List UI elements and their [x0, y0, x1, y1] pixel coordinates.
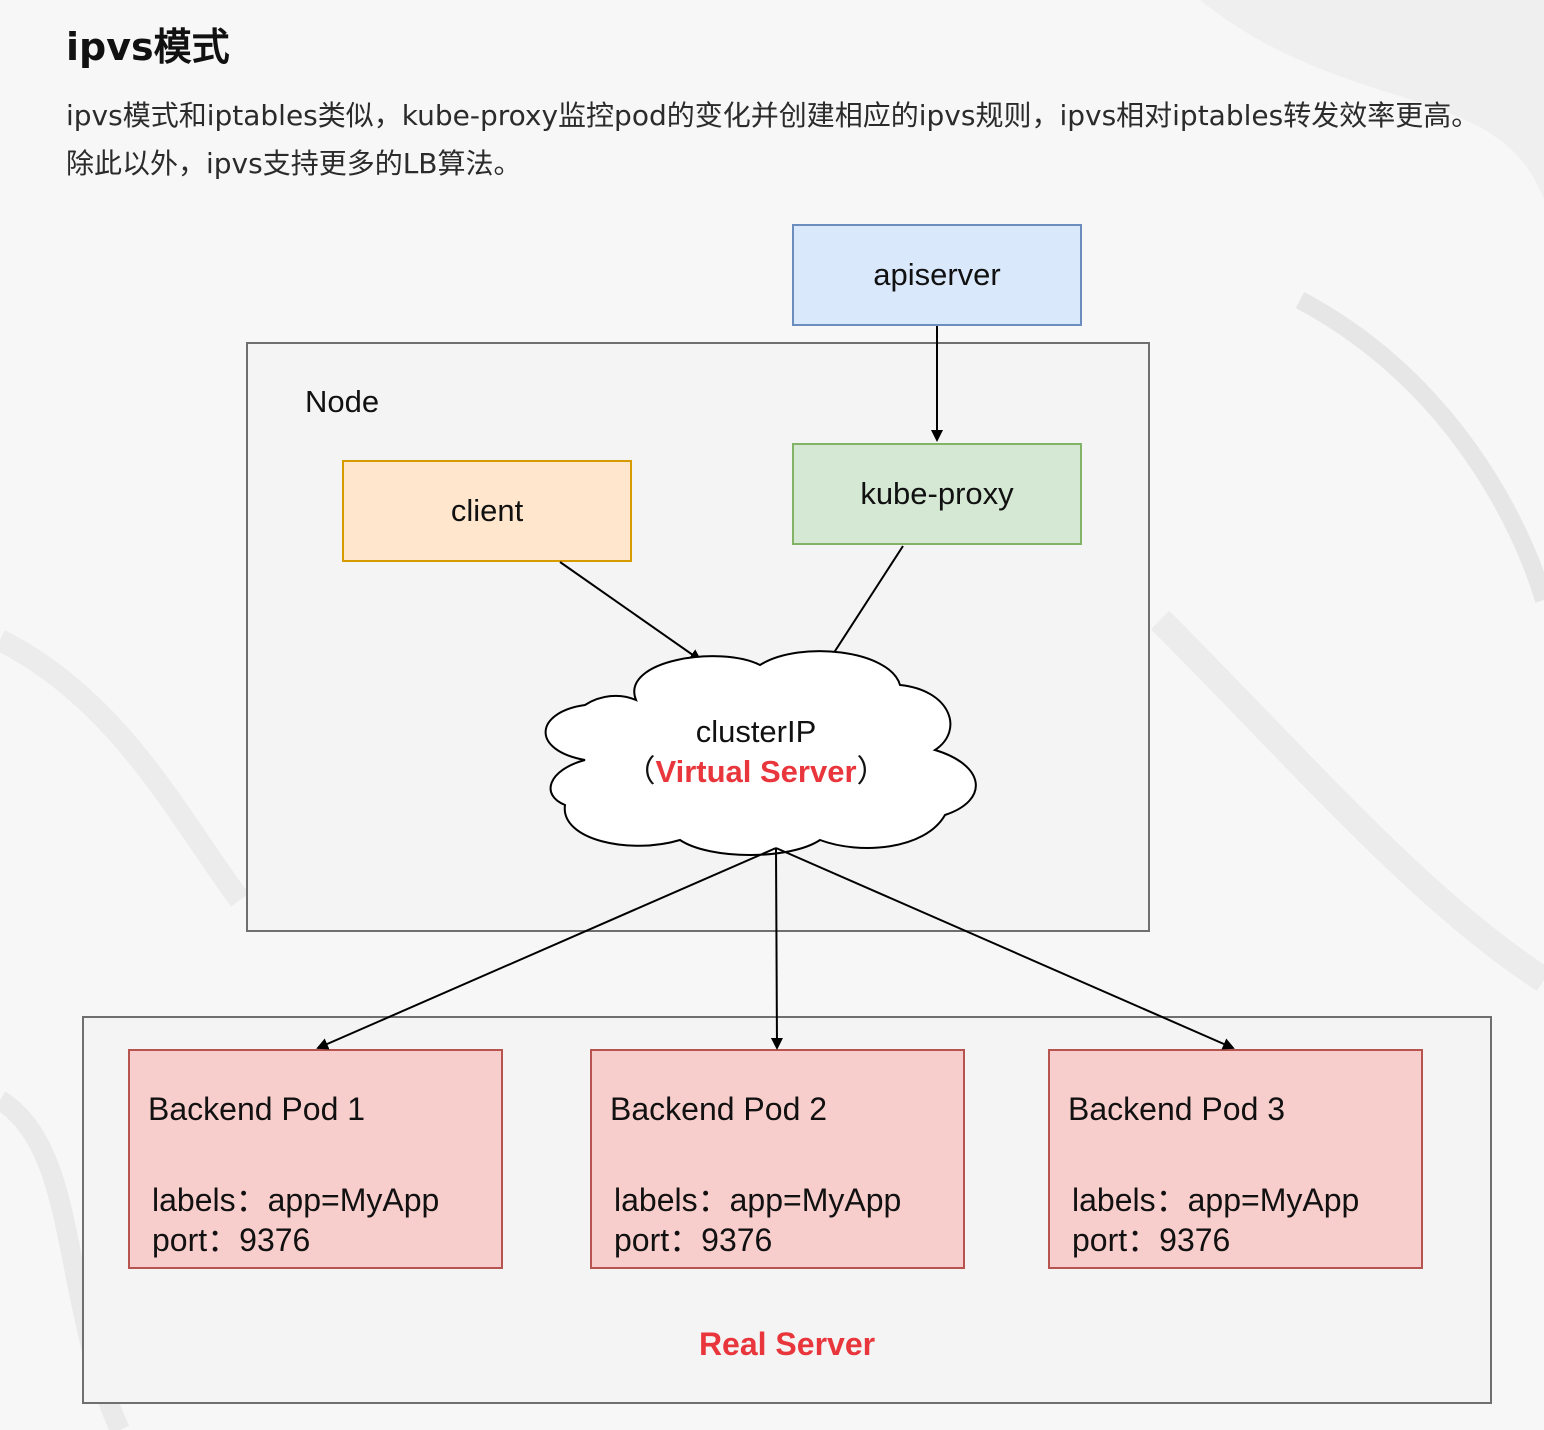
- arrow-client-to-cluster-ip: [559, 561, 702, 662]
- pod-labels: labels：app=MyApp: [1072, 1182, 1360, 1218]
- section-heading: ipvs模式: [66, 25, 230, 69]
- arrow-cluster-ip-to-pod-3: [775, 847, 1235, 1050]
- paren-open: （: [624, 754, 656, 789]
- pod-labels: labels：app=MyApp: [152, 1182, 440, 1218]
- cluster-ip-label: clusterIP: [695, 714, 817, 749]
- arrow-cluster-ip-to-pod-1: [316, 847, 777, 1050]
- kube-proxy-box: kube-proxy: [792, 443, 1082, 545]
- pod-port: port：9376: [152, 1222, 311, 1258]
- pod-title: Backend Pod 3: [1068, 1091, 1286, 1127]
- apiserver-label: apiserver: [873, 257, 1001, 292]
- pod-port: port：9376: [1072, 1222, 1231, 1258]
- backend-pod-1: Backend Pod 1 labels：app=MyApp port：9376: [128, 1049, 503, 1269]
- client-box: client: [342, 460, 632, 562]
- kube-proxy-label: kube-proxy: [860, 476, 1014, 511]
- backend-pod-2: Backend Pod 2 labels：app=MyApp port：9376: [590, 1049, 965, 1269]
- pod-port: port：9376: [614, 1222, 773, 1258]
- virtual-server-line: （Virtual Server）: [556, 752, 956, 792]
- apiserver-box: apiserver: [792, 224, 1082, 326]
- cluster-ip-text: clusterIP （Virtual Server）: [556, 712, 956, 792]
- client-label: client: [450, 493, 524, 528]
- pod-labels: labels：app=MyApp: [614, 1182, 902, 1218]
- paren-close: ）: [856, 754, 888, 789]
- pod-title: Backend Pod 1: [148, 1091, 366, 1127]
- real-server-label: Real Server: [698, 1326, 876, 1362]
- node-label: Node: [305, 384, 380, 419]
- backend-pod-3: Backend Pod 3 labels：app=MyApp port：9376: [1048, 1049, 1423, 1269]
- arrow-cluster-ip-to-pod-2: [770, 847, 783, 1050]
- virtual-server-label: Virtual Server: [655, 754, 857, 789]
- cluster-ip-cloud: [544, 650, 977, 856]
- pod-title: Backend Pod 2: [610, 1091, 828, 1127]
- intro-paragraph: ipvs模式和iptables类似，kube-proxy监控pod的变化并创建相…: [66, 99, 1480, 180]
